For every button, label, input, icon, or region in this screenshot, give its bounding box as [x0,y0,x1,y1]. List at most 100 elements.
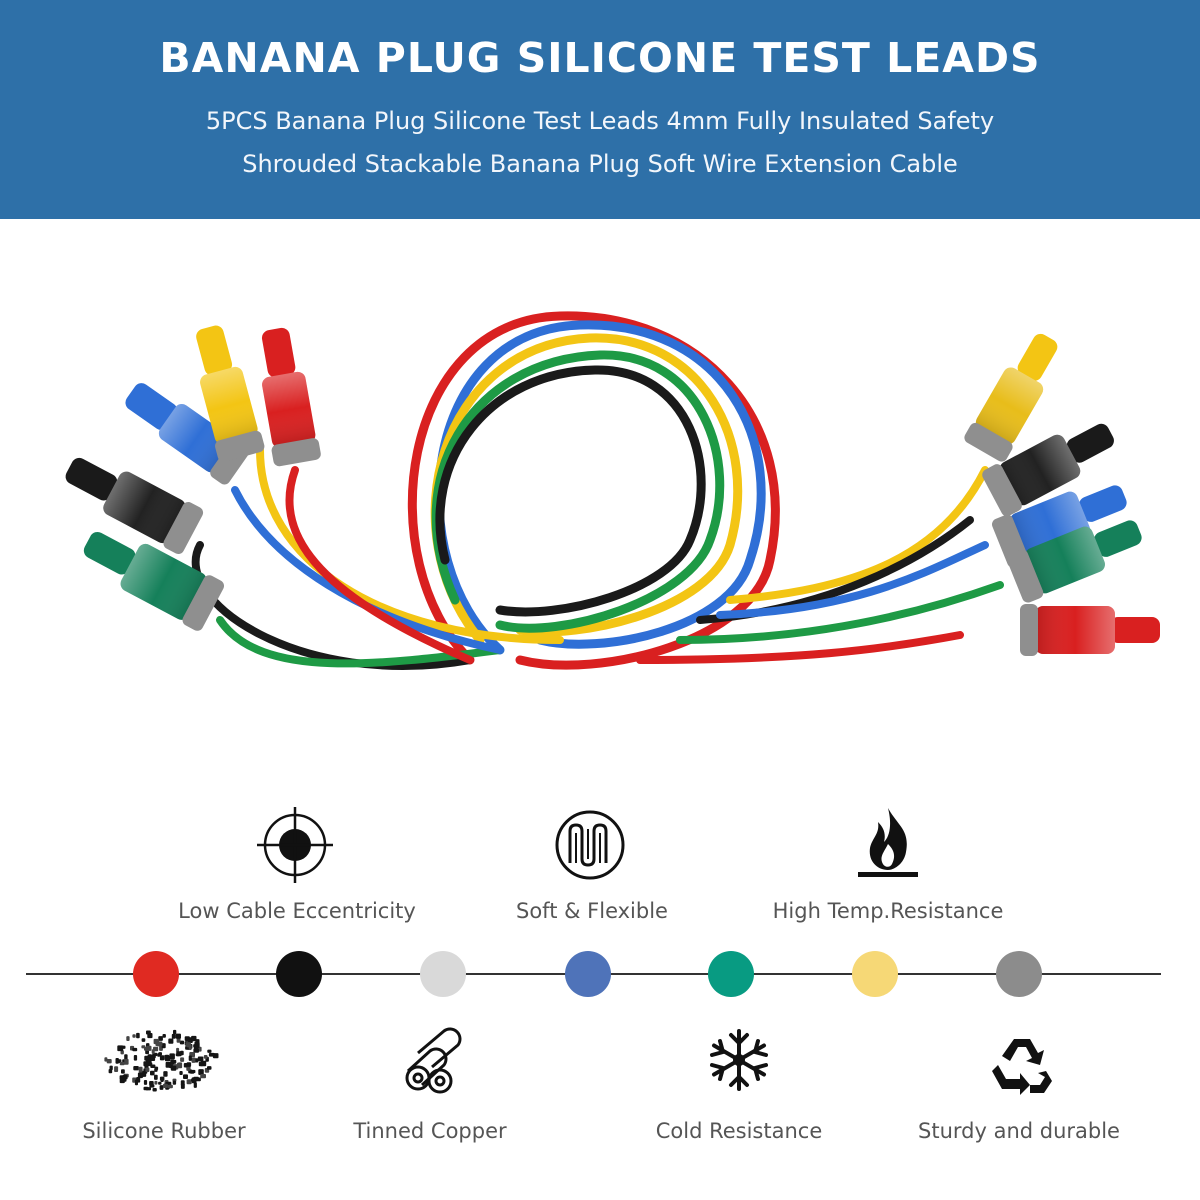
rubber-granule [119,1061,125,1066]
rubber-granule [114,1066,119,1072]
right-black-plug [982,423,1114,517]
rubber-granule [183,1063,188,1068]
rubber-granule [164,1054,170,1060]
rubber-granule [133,1055,138,1061]
rubber-granule [179,1040,185,1045]
snowflake-icon [706,1027,786,1107]
rubber-granule [186,1062,192,1067]
banner-subtitle-line-2: Shrouded Stackable Banana Plug Soft Wire… [242,150,958,178]
rubber-granule [115,1058,119,1064]
feature-label-soft-flexible: Soft & Flexible [516,899,668,923]
left-green-plug [83,531,225,631]
rubber-granule [198,1069,204,1075]
test-leads-illustration [65,311,1160,670]
rubber-granule [172,1080,177,1085]
color-swatch-black [276,951,322,997]
feature-label-high-temp-resistance: High Temp.Resistance [772,899,1004,923]
rubber-granule [134,1079,138,1086]
rubber-granule [120,1050,124,1055]
crosshair-icon [255,805,335,885]
rubber-granule [186,1079,192,1085]
rubber-granule [190,1069,196,1074]
feature-label-silicone-rubber: Silicone Rubber [82,1119,246,1143]
feature-label-sturdy-durable: Sturdy and durable [918,1119,1120,1143]
color-swatch-white [420,951,466,997]
rubber-granule [208,1052,215,1057]
rubber-granule [191,1035,197,1042]
rubber-granule [158,1081,162,1085]
rubber-granule [162,1034,166,1038]
rubber-granule [104,1057,108,1062]
left-black-plug [65,457,204,555]
rubber-granule [180,1057,185,1062]
color-swatch-gray [996,951,1042,997]
recycle-icon [990,1035,1070,1115]
rubber-granule [132,1047,138,1052]
header-banner: BANANA PLUG SILICONE TEST LEADS 5PCS Ban… [0,0,1200,219]
rubber-granule [170,1065,177,1071]
rubber-granule [136,1032,140,1039]
rubber-granule [169,1053,175,1060]
rubber-granule [144,1047,150,1051]
rubber-granule [154,1080,158,1085]
rubber-granules-icon [100,1023,220,1103]
right-green-plug [1007,520,1142,603]
rubber-granule [191,1078,195,1082]
rubber-granule [124,1058,129,1065]
rubber-granule [145,1067,150,1072]
rubber-granule [198,1061,204,1067]
flame-icon [848,800,928,880]
flexible-wire-icon [550,805,630,885]
rubber-granule [152,1088,157,1092]
rubber-granule [163,1071,168,1077]
rubber-granule [154,1074,158,1080]
rubber-granule [143,1080,148,1085]
rubber-granule [197,1056,204,1062]
banner-subtitle-line-1: 5PCS Banana Plug Silicone Test Leads 4mm… [205,107,995,135]
left-red-plug [261,327,321,467]
rubber-granule [145,1087,151,1091]
rubber-granule [150,1064,156,1068]
color-swatch-yellow [852,951,898,997]
rubber-granule [175,1033,181,1039]
rubber-granule [207,1066,212,1070]
rubber-granule [184,1036,190,1041]
rubber-granule [191,1057,196,1063]
rubber-granule [168,1038,174,1044]
color-swatch-red [133,951,179,997]
rubber-granule [124,1054,128,1060]
rubber-granule [123,1076,127,1082]
banner-subtitle: 5PCS Banana Plug Silicone Test Leads 4mm… [150,100,1050,186]
rubber-granule [137,1072,143,1079]
rubber-granule [159,1085,164,1090]
rubber-granule [179,1071,183,1075]
left-yellow-plug [196,325,265,462]
right-red-plug [1020,604,1160,656]
rubber-granule [200,1074,206,1079]
rubber-granule [161,1043,166,1049]
rubber-granule [203,1055,208,1059]
rubber-granule [150,1055,156,1061]
rubber-granule [109,1065,113,1071]
rubber-granule [155,1041,162,1046]
feature-label-cold-resistance: Cold Resistance [655,1119,823,1143]
rubber-granule [186,1065,191,1071]
rubber-granule [138,1066,143,1073]
rubber-granule [126,1036,130,1041]
rubber-granule [163,1083,168,1088]
rubber-granule [132,1034,136,1038]
rubber-granule [106,1059,112,1064]
left-blue-plug [125,383,250,485]
color-swatch-blue [565,951,611,997]
rubber-granule [157,1053,161,1057]
rubber-granule [143,1061,149,1067]
rubber-granule [147,1033,153,1039]
rubber-granule [185,1042,191,1047]
product-image [0,219,1200,739]
rubber-granule [149,1081,154,1086]
rubber-granule [160,1078,164,1082]
rubber-granule [167,1084,173,1089]
rubber-granule [171,1033,176,1039]
rubber-granule [188,1055,192,1061]
rubber-granule [158,1036,163,1041]
